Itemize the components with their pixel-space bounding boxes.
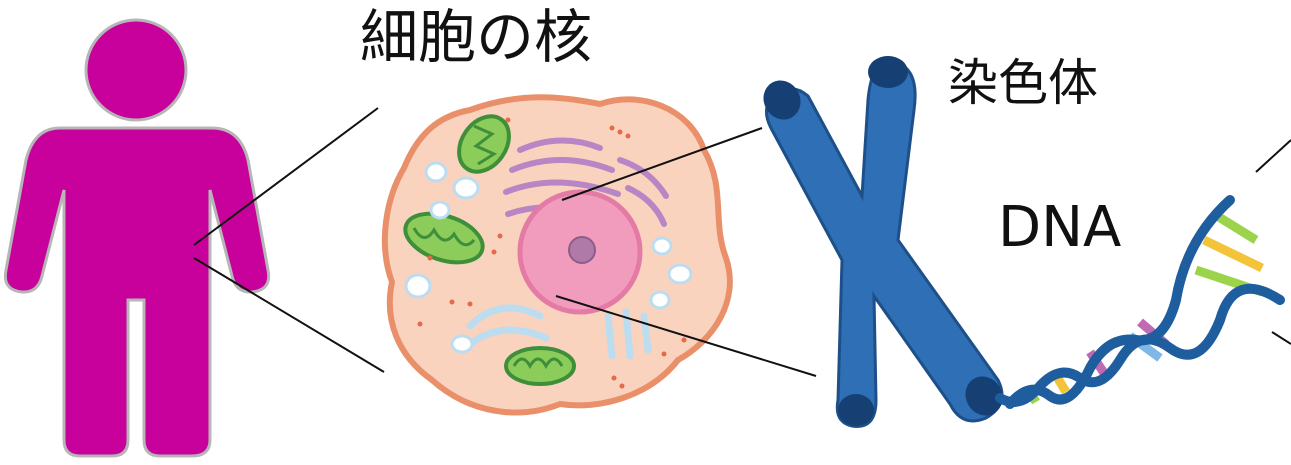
mitochondrion <box>506 348 574 384</box>
nucleolus <box>569 237 595 263</box>
dna-backbone <box>1000 289 1280 402</box>
cell-illustration <box>385 97 730 412</box>
chromosome-label: 染色体 <box>948 58 1098 108</box>
dna-label: DNA <box>998 200 1121 256</box>
human-figure <box>5 20 268 456</box>
nucleus-label: 細胞の核 <box>360 8 592 66</box>
